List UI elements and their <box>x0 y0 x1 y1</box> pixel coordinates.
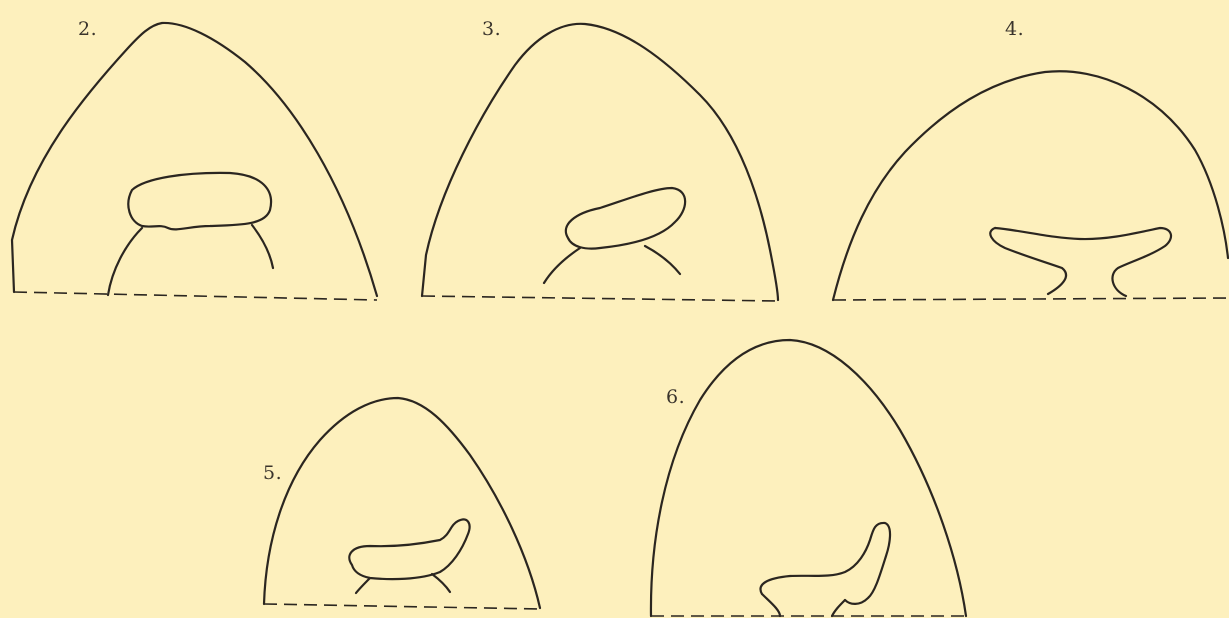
figure-4-outline <box>833 71 1228 300</box>
figure-3-baseline <box>422 296 778 301</box>
figure-5 <box>264 398 540 609</box>
figure-3-outline <box>422 24 778 300</box>
figure-3 <box>422 24 778 301</box>
figure-2-inner-body <box>128 173 271 229</box>
figure-6-inner-body <box>760 523 890 616</box>
figure-5-right-stalk <box>432 574 450 592</box>
figure-6 <box>651 340 966 616</box>
figure-3-label: 3. <box>482 18 501 40</box>
figure-5-outline <box>264 398 540 608</box>
figure-2-left-stalk <box>108 228 142 295</box>
figure-4 <box>833 71 1229 300</box>
figure-3-inner-body <box>566 188 685 249</box>
figure-6-label: 6. <box>666 386 685 408</box>
figure-4-inner-body <box>990 228 1171 296</box>
figure-5-left-stalk <box>356 578 370 593</box>
figure-2-baseline <box>14 292 377 300</box>
figure-2-outline <box>12 23 377 296</box>
figure-6-right-stalk <box>832 600 845 616</box>
figure-4-baseline <box>833 298 1229 300</box>
figure-2 <box>12 23 377 300</box>
figure-5-baseline <box>264 604 540 609</box>
figure-5-label: 5. <box>263 462 282 484</box>
figure-3-left-stalk <box>544 248 580 283</box>
figure-3-right-stalk <box>645 246 680 274</box>
figure-2-right-stalk <box>252 225 273 268</box>
figure-6-outline <box>651 340 966 616</box>
figure-5-inner-body <box>349 519 469 579</box>
figure-4-label: 4. <box>1005 18 1024 40</box>
figure-2-label: 2. <box>78 18 97 40</box>
